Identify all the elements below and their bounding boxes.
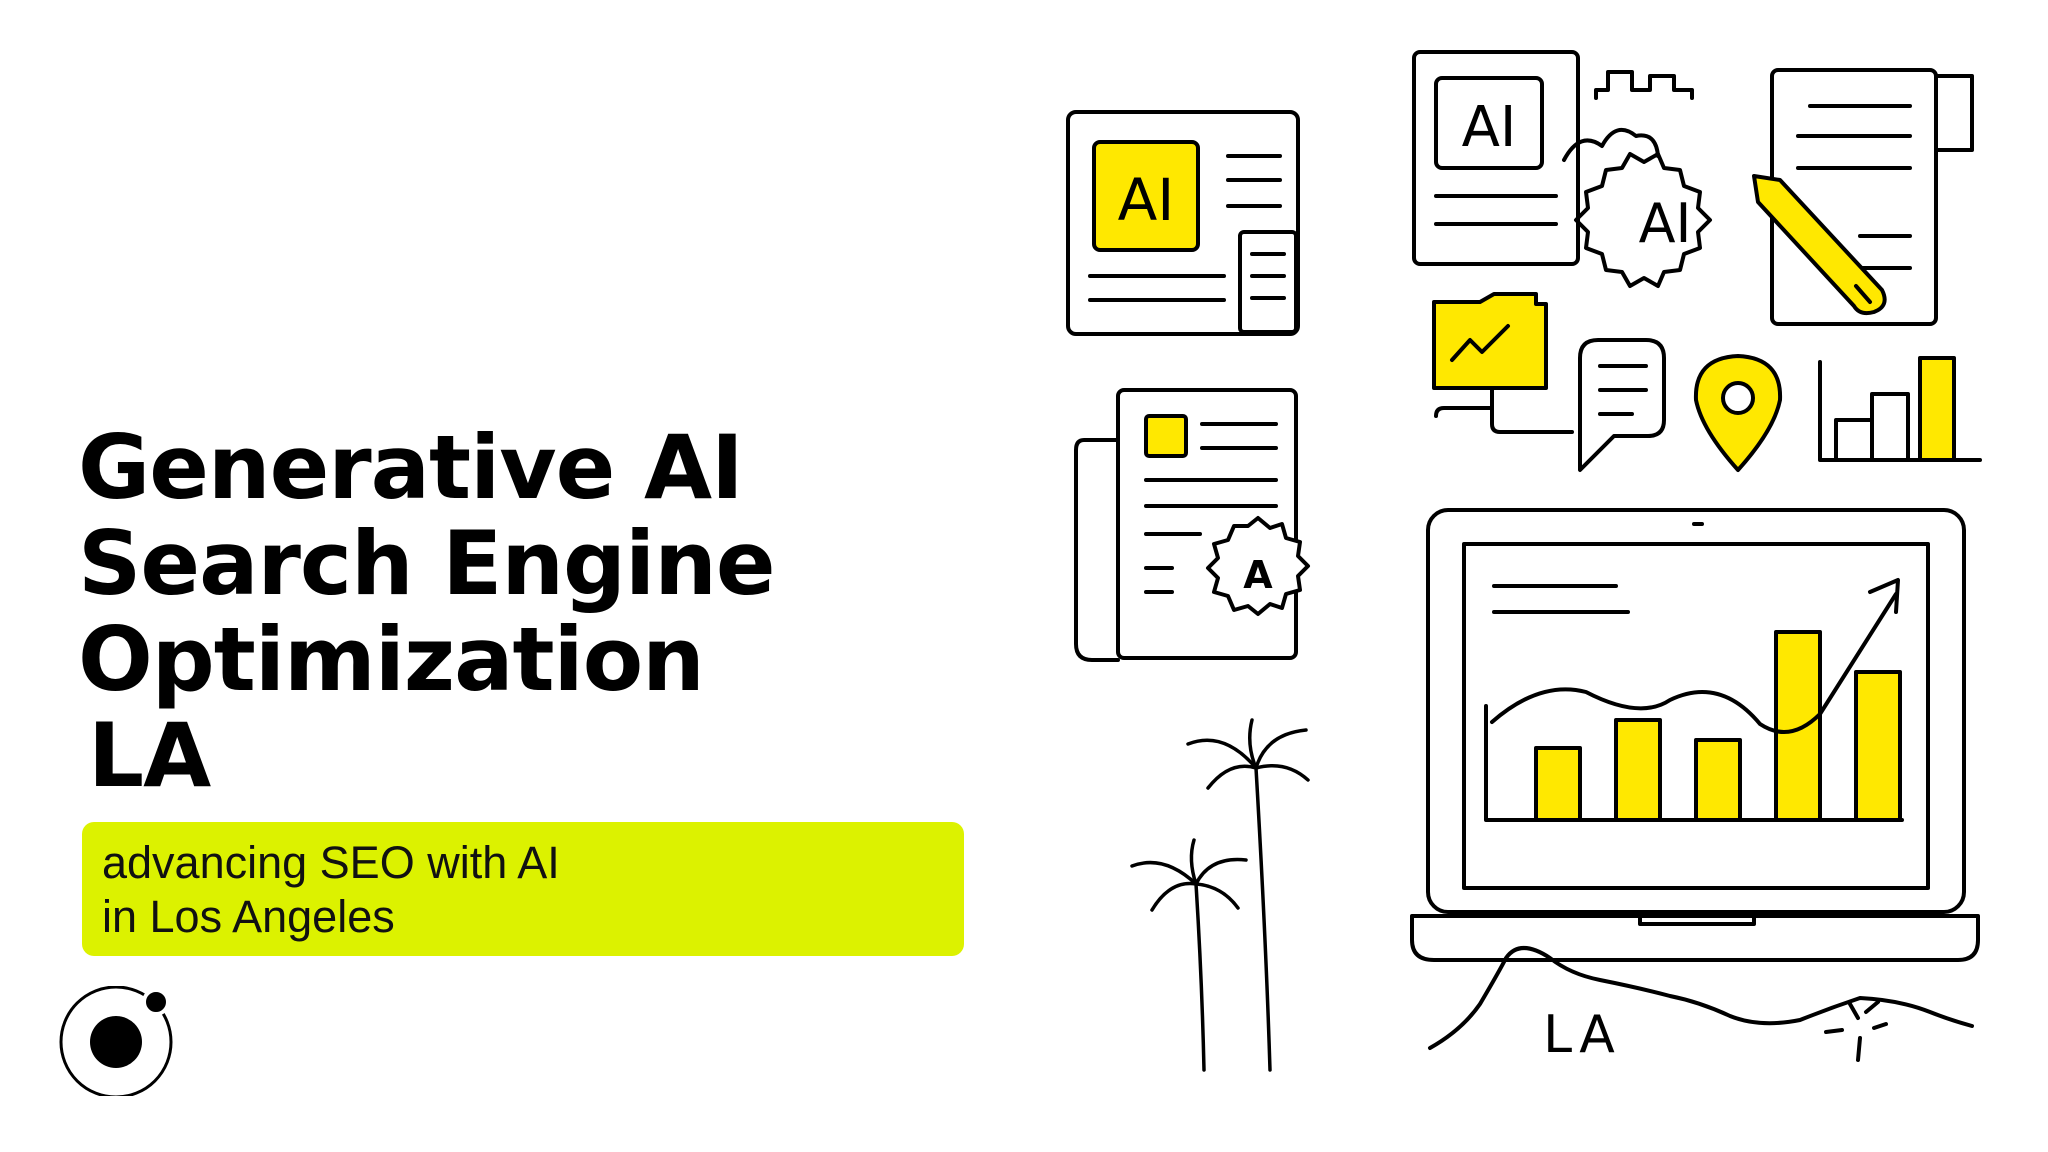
palm-trees-icon [1130, 718, 1310, 1072]
chat-bubble-icon [1578, 338, 1666, 472]
la-label: LA [1543, 1005, 1621, 1065]
title-line-1: Generative AI [78, 416, 744, 519]
ai-gear-label: AI [1639, 192, 1692, 255]
seo-illustration: AI A [1066, 50, 1982, 1072]
subtitle-box: advancing SEO with AI in Los Angeles [82, 822, 964, 956]
ai-article-label: AI [1118, 166, 1175, 234]
brand-logo-icon [59, 986, 173, 1096]
growth-folder-icon [1432, 292, 1574, 434]
gear-letter: A [1243, 553, 1273, 597]
title-line-2: Search Engine [78, 512, 776, 615]
ai-document-icon: AI [1412, 50, 1580, 266]
ai-article-icon: AI [1066, 110, 1300, 336]
document-pencil-icon [1752, 68, 1974, 326]
subtitle-line-1: advancing SEO with AI [102, 837, 560, 888]
bar-chart-icon [1818, 356, 1982, 462]
page-title: Generative AI Search Engine Optimization… [78, 416, 776, 807]
laptop-chart-icon [1410, 508, 1980, 962]
title-line-3: Optimization [78, 608, 705, 711]
ai-gear-icon: AI [1562, 70, 1712, 288]
subtitle-line-2: in Los Angeles [102, 891, 395, 942]
ai-document-label: AI [1462, 95, 1517, 160]
subtitle: advancing SEO with AI in Los Angeles [102, 836, 560, 944]
title-line-4: LA [88, 704, 211, 807]
newspaper-gear-icon: A [1074, 388, 1310, 662]
la-hills-icon: LA [1428, 946, 1974, 1065]
location-pin-icon [1693, 354, 1783, 472]
